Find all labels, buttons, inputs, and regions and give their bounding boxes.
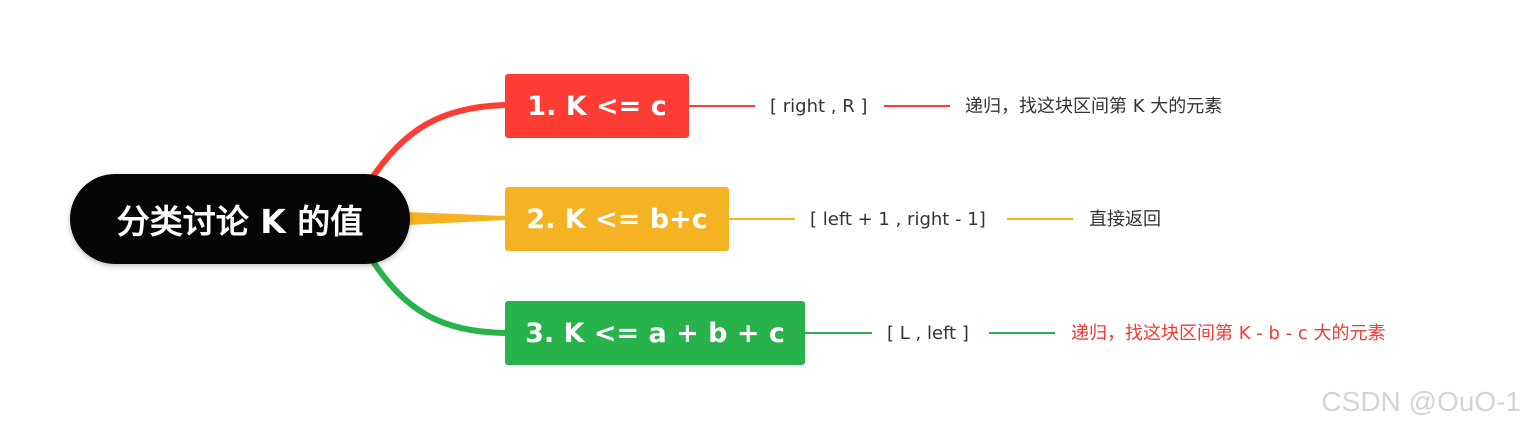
action-label-2[interactable]: 直接返回 [1089, 209, 1161, 230]
branch-node-2[interactable]: 2. K <= b+c [505, 187, 729, 251]
range-label-3[interactable]: [ L , left ] [887, 323, 969, 344]
range-label-2[interactable]: [ left + 1 , right - 1] [810, 209, 986, 230]
csdn-watermark: CSDN @OuO-1 [1321, 386, 1521, 417]
range-label-1[interactable]: [ right , R ] [770, 96, 868, 117]
action-label-1[interactable]: 递归，找这块区间第 K 大的元素 [965, 96, 1223, 117]
connector-root-branch-2 [408, 212, 505, 225]
connector-root-branch-3 [369, 257, 508, 336]
action-label-3[interactable]: 递归，找这块区间第 K - b - c 大的元素 [1071, 323, 1386, 344]
branch-node-3[interactable]: 3. K <= a + b + c [505, 301, 805, 365]
connector-root-branch-1 [369, 102, 508, 181]
root-node[interactable]: 分类讨论 K 的值 [70, 174, 410, 264]
branch-node-1[interactable]: 1. K <= c [505, 74, 689, 138]
